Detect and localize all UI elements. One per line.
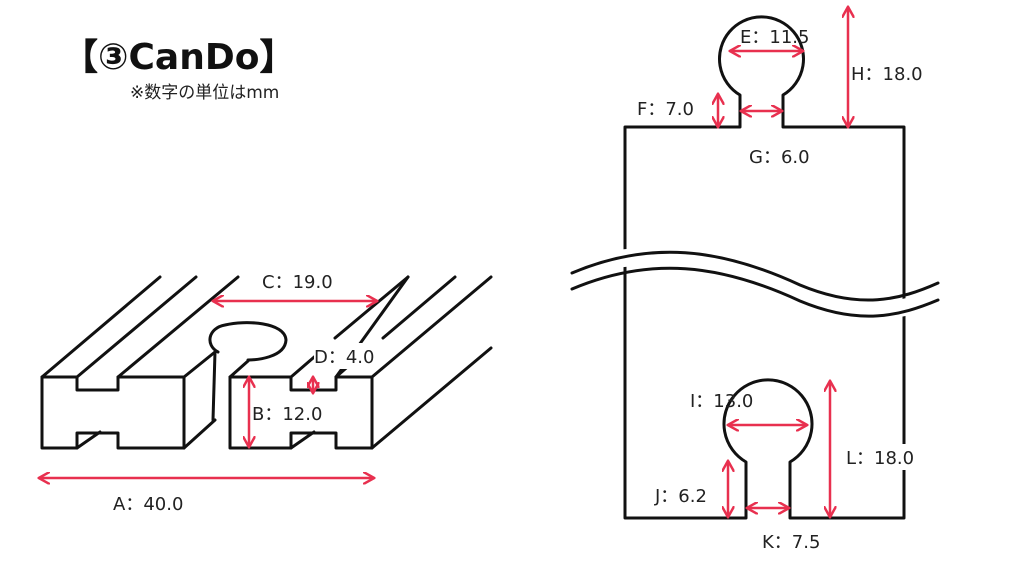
dim-label-f: F：7.0 <box>637 99 694 120</box>
unit-note: ※数字の単位はmm <box>130 83 280 103</box>
rail-3d-drawing <box>40 275 493 478</box>
title: 【③CanDo】 <box>62 37 296 78</box>
left-block-front <box>40 375 186 450</box>
dim-label-e: E：11.5 <box>740 27 810 48</box>
dim-label-i: I：13.0 <box>690 391 754 412</box>
break-line-bottom <box>570 266 940 318</box>
dim-label-g: G：6.0 <box>749 147 810 168</box>
dim-label-k: K：7.5 <box>762 532 821 553</box>
dim-label-a: A：40.0 <box>113 494 184 515</box>
dim-label-b: B：12.0 <box>252 404 323 425</box>
dim-label-d: D：4.0 <box>314 343 375 369</box>
peg-head <box>208 321 288 362</box>
dim-label-h: H：18.0 <box>851 64 923 85</box>
break-line-top <box>570 250 940 302</box>
dim-label-l: L：18.0 <box>846 444 915 470</box>
dim-label-j: J：6.2 <box>655 486 707 507</box>
dim-label-c: C：19.0 <box>262 272 333 293</box>
piece-outline <box>623 15 906 520</box>
piece-top-view <box>560 8 950 520</box>
